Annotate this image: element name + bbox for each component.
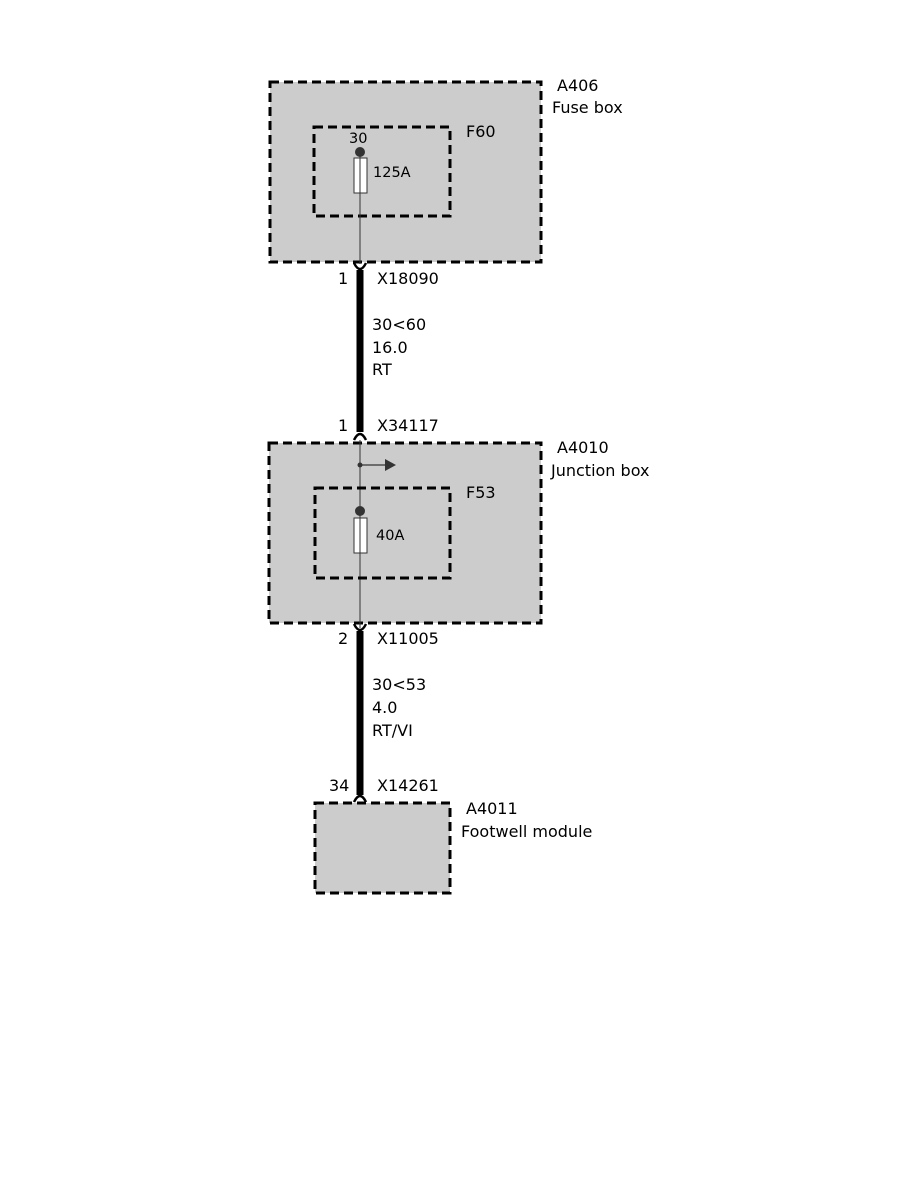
wire-2-signal: 30<53 (372, 675, 426, 694)
connector-x11005-pin: 2 (338, 629, 348, 648)
connector-x18090-pin: 1 (338, 269, 348, 288)
fuse-f60-id: F60 (466, 122, 496, 141)
fuse-f60-rating: 125A (373, 165, 411, 181)
junction-box-name: Junction box (550, 461, 649, 480)
fuse-f60-terminal: 30 (349, 131, 367, 147)
fuse-box-a406[interactable] (268, 80, 543, 264)
connector-x18090-icon[interactable] (352, 262, 368, 271)
fuse-box-id: A406 (557, 76, 598, 95)
wire-1-color: RT (372, 360, 392, 379)
branch-arrow-icon (385, 459, 396, 471)
connector-x34117-icon[interactable] (352, 432, 368, 441)
connector-x34117-id: X34117 (377, 416, 439, 435)
fuse-box-name: Fuse box (552, 98, 623, 117)
connector-x11005-icon[interactable] (352, 623, 368, 632)
wire-2-color: RT/VI (372, 721, 413, 740)
wire-2-gauge: 4.0 (372, 698, 397, 717)
footwell-module-id: A4011 (466, 799, 518, 818)
connector-x11005-id: X11005 (377, 629, 439, 648)
wire-1-gauge: 16.0 (372, 338, 408, 357)
fuse-f53-id: F53 (466, 483, 496, 502)
junction-box-a4010[interactable] (267, 441, 543, 625)
connector-x14261-id: X14261 (377, 776, 439, 795)
wire-1-signal: 30<60 (372, 315, 426, 334)
connector-x34117-pin: 1 (338, 416, 348, 435)
junction-box-id: A4010 (557, 438, 609, 457)
connector-x18090-id: X18090 (377, 269, 439, 288)
terminal-dot-icon (355, 506, 365, 516)
connector-x14261-icon[interactable] (352, 794, 368, 803)
fuse-f53-rating: 40A (376, 528, 404, 544)
footwell-module-a4011[interactable] (313, 801, 452, 895)
footwell-module-name: Footwell module (461, 822, 592, 841)
connector-x14261-pin: 34 (329, 776, 349, 795)
